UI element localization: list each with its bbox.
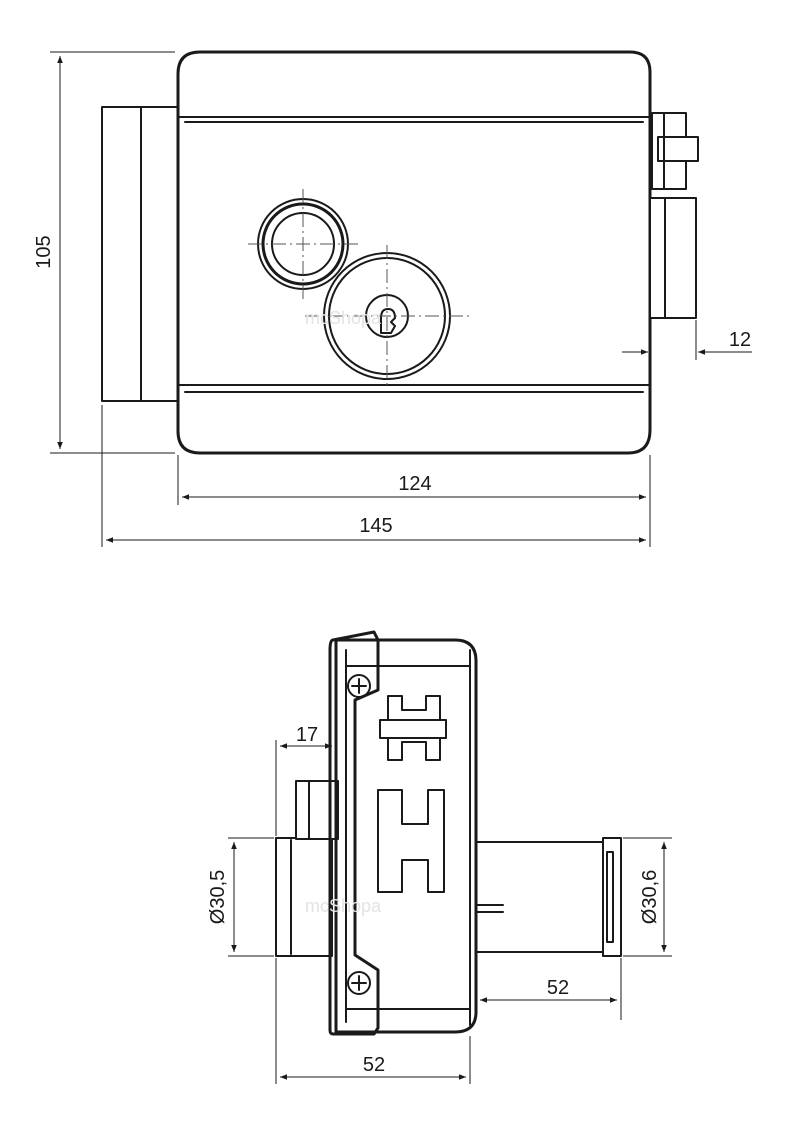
dimension-bolt-projection: 52 bbox=[475, 956, 622, 1020]
screw-bottom bbox=[347, 971, 371, 995]
watermark-side: mcShopa bbox=[305, 896, 382, 916]
depth-dimension-label: 52 bbox=[363, 1054, 385, 1076]
offset-dimension-label: 17 bbox=[296, 724, 318, 746]
height-dimension-label: 105 bbox=[33, 235, 55, 268]
bolt-dimension-label: 12 bbox=[729, 329, 751, 351]
lock-housing bbox=[176, 50, 652, 455]
dimension-bolt: 12 bbox=[622, 320, 752, 360]
bolt-cylinder bbox=[475, 837, 622, 957]
dimension-height: 105 bbox=[33, 51, 175, 454]
latch-mechanism bbox=[377, 695, 447, 893]
dimension-bolt-diameter: Ø30,6 bbox=[623, 837, 672, 957]
body-width-dimension-label: 124 bbox=[398, 473, 431, 495]
dimension-total-width: 145 bbox=[101, 405, 651, 547]
screw-top bbox=[347, 674, 371, 698]
dimension-depth: 52 bbox=[275, 958, 471, 1084]
side-housing bbox=[328, 630, 478, 1036]
dimension-offset: 17 bbox=[275, 724, 337, 836]
bolt-projection-label: 52 bbox=[547, 977, 569, 999]
key-cylinder bbox=[305, 245, 470, 385]
dimension-body-width: 124 bbox=[177, 455, 651, 505]
mounting-plate bbox=[101, 106, 179, 402]
watermark-front: mcShopa bbox=[305, 308, 382, 328]
cylinder-diameter-label: Ø30,5 bbox=[207, 870, 229, 924]
release-button bbox=[248, 189, 358, 299]
bolt-diameter-label: Ø30,6 bbox=[639, 870, 661, 924]
total-width-dimension-label: 145 bbox=[359, 515, 392, 537]
dimension-cylinder-diameter: Ø30,5 bbox=[207, 837, 274, 957]
latch-bolt bbox=[649, 112, 699, 319]
front-view: 105 124 145 12 mcShopa bbox=[33, 50, 752, 547]
side-view: 17 Ø30,5 Ø30,6 52 52 bbox=[207, 630, 672, 1084]
